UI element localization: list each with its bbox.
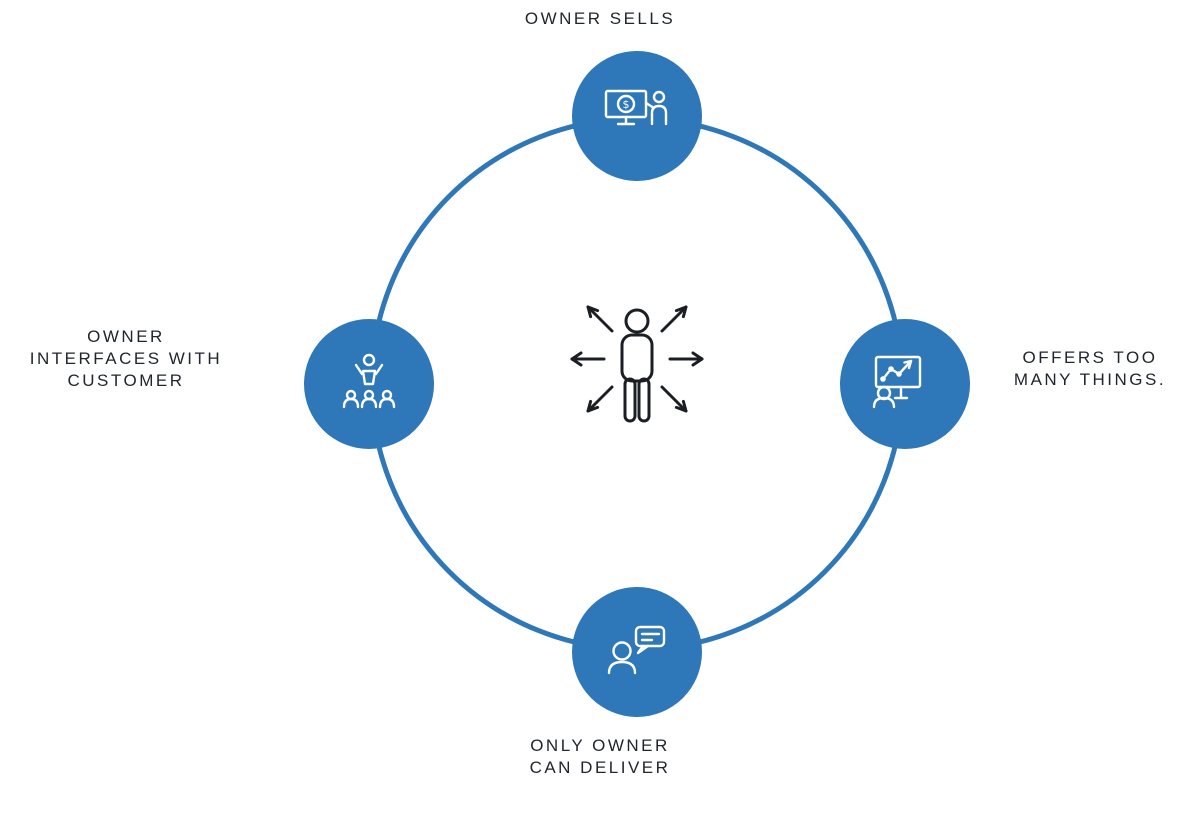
label-offers-too-many-things: OFFERS TOO MANY THINGS. — [1013, 348, 1167, 389]
label-owner-interfaces-with-customer: OWNER INTERFACES WITH CUSTOMER — [29, 327, 223, 390]
node-offers-too-many-things — [840, 319, 970, 449]
label-only-owner-can-deliver: ONLY OWNER CAN DELIVER — [529, 736, 671, 777]
label-owner-sells: OWNER SELLS — [524, 9, 676, 28]
money-presentation-icon: $ — [604, 89, 668, 126]
node-owner-interfaces-with-customer — [304, 319, 434, 449]
node-only-owner-can-deliver — [572, 587, 702, 717]
dollar-glyph: $ — [623, 98, 630, 111]
person-pulled-in-all-directions-icon — [570, 305, 704, 423]
chart-presentation-icon — [872, 355, 922, 409]
presenter-audience-icon — [342, 353, 396, 409]
node-owner-sells: $ — [572, 51, 702, 181]
person-speech-bubble-icon — [607, 625, 666, 675]
